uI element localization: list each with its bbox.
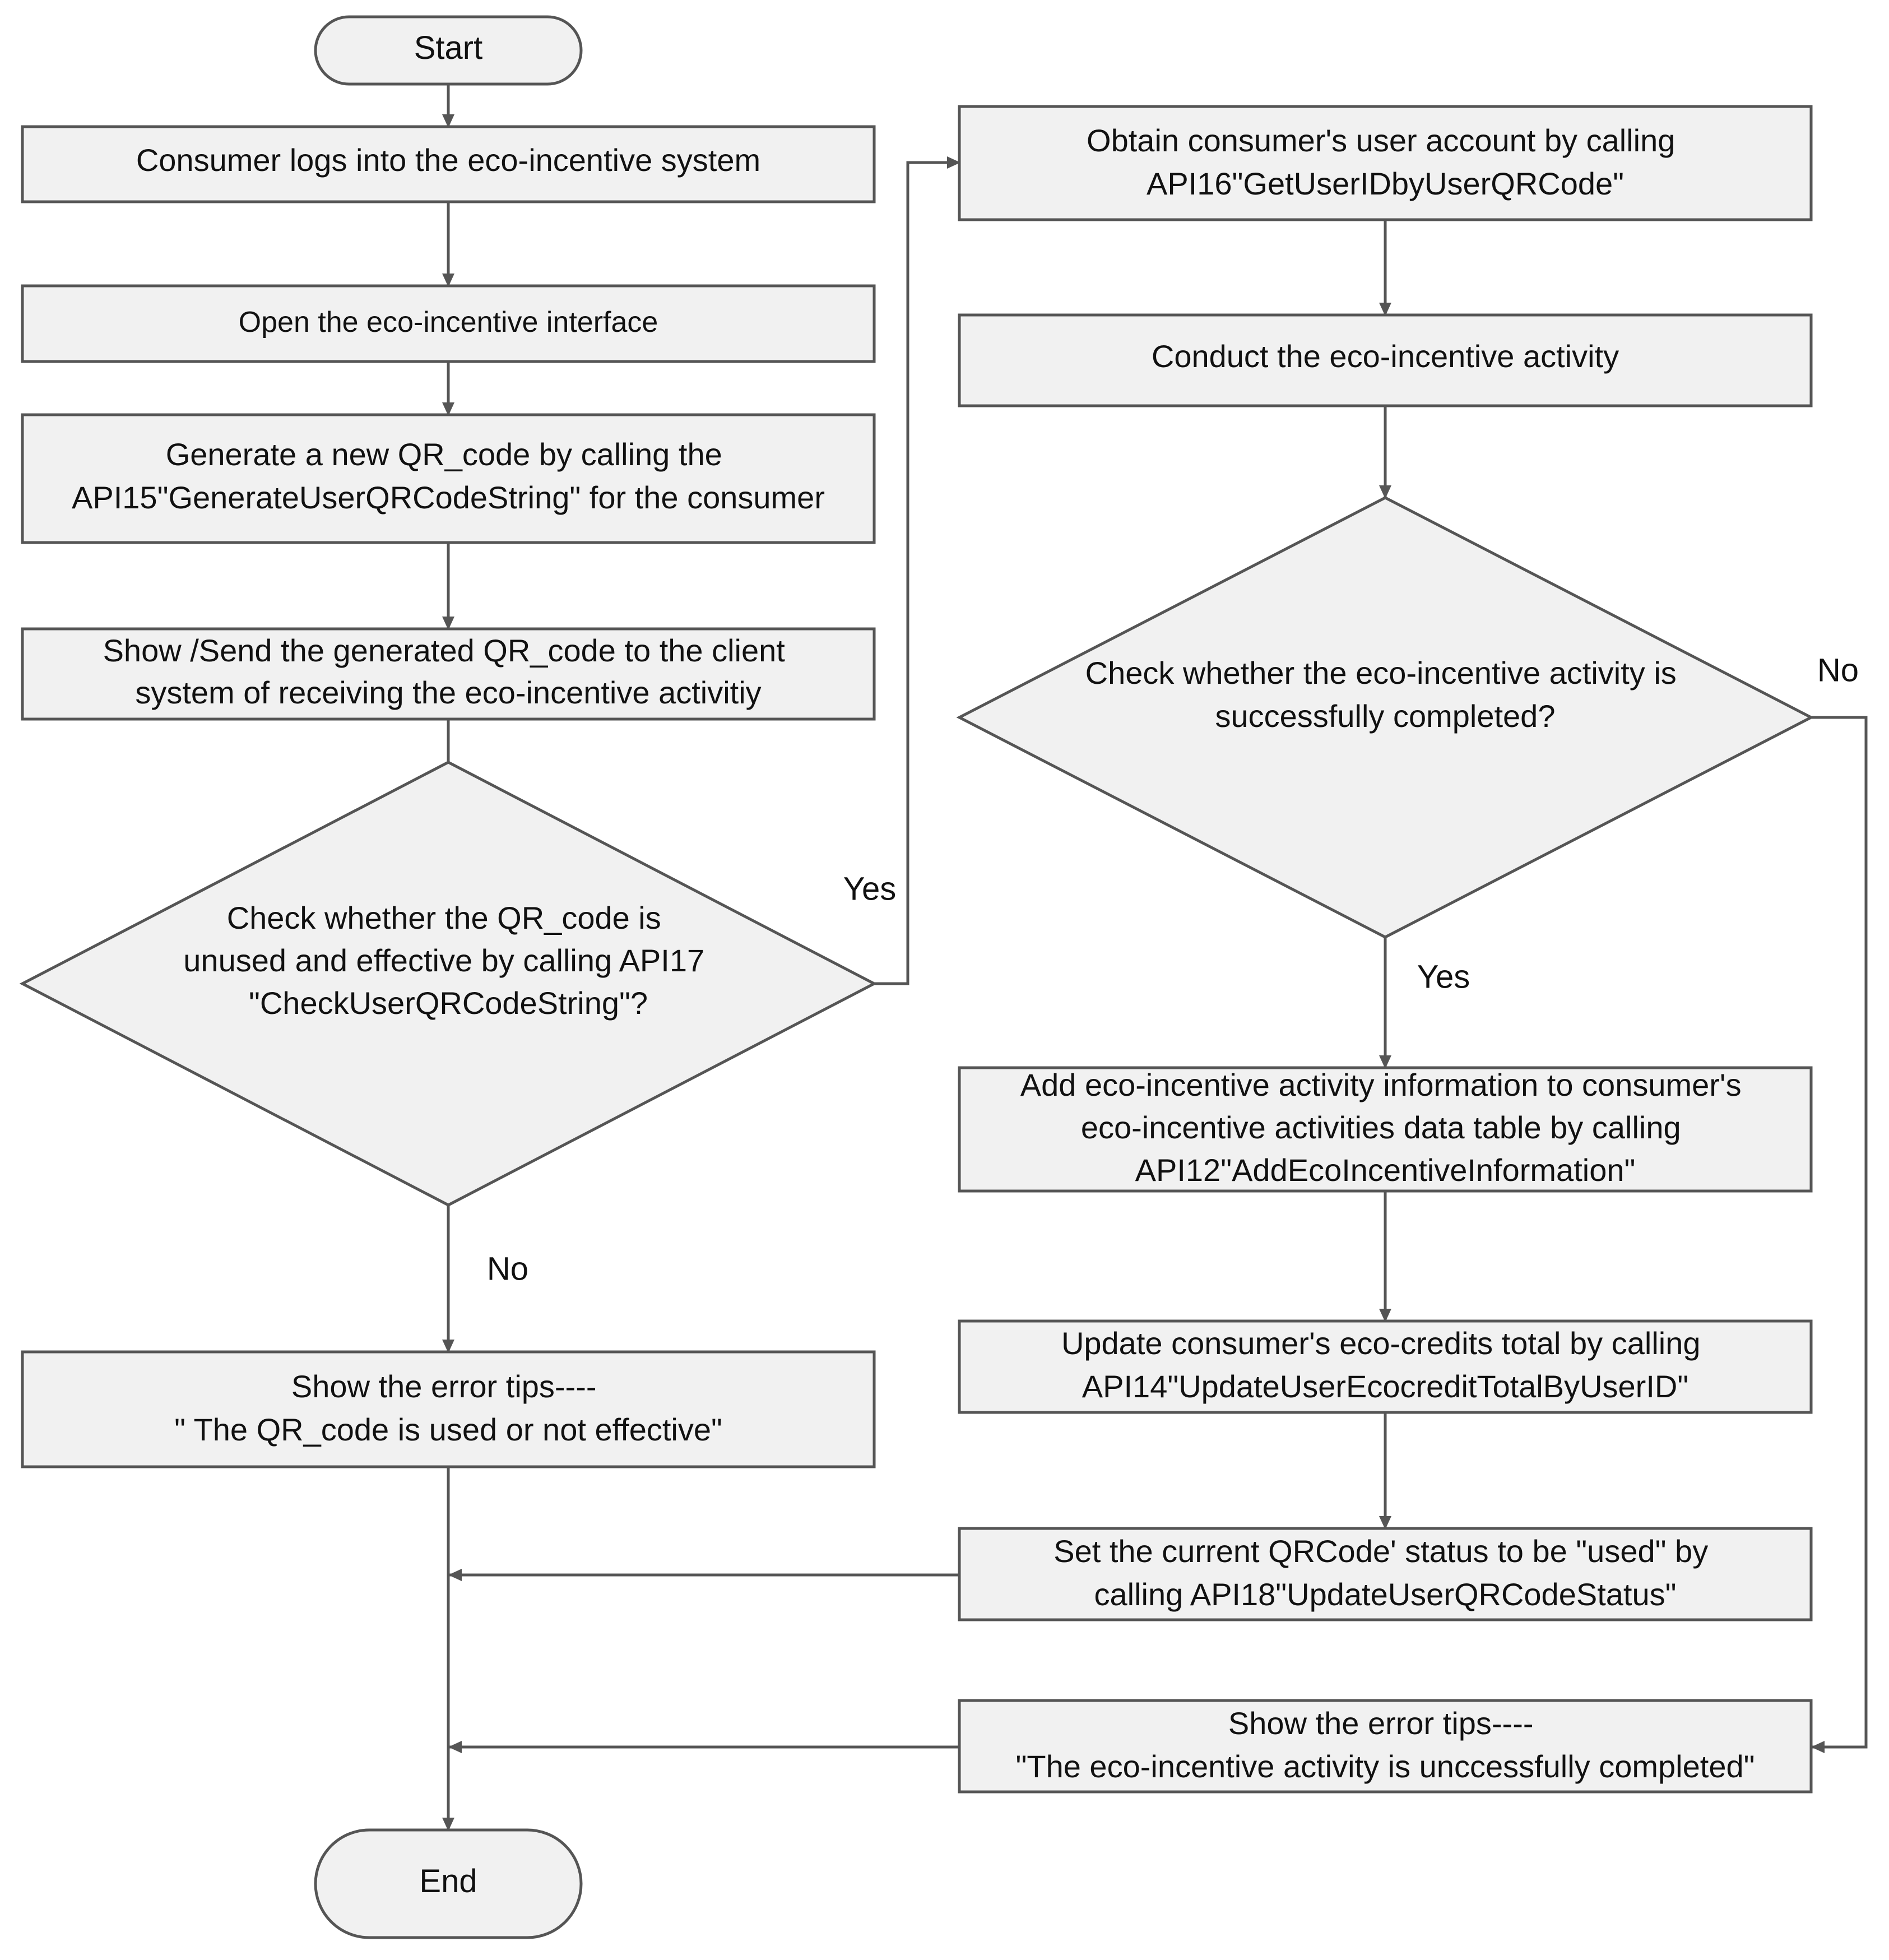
check-qr-yes-label: Yes xyxy=(843,870,897,907)
end-label: End xyxy=(419,1863,477,1899)
check-qr-decision: Check whether the QR_code is unused and … xyxy=(19,761,878,1207)
set-status-process: Set the current QRCode' status to be "us… xyxy=(958,1527,1813,1621)
login-process: Consumer logs into the eco-incentive sys… xyxy=(21,125,876,203)
conduct-activity-process: Conduct the eco-incentive activity xyxy=(958,313,1813,407)
obtain-account-label: Obtain consumer's user account by callin… xyxy=(1087,123,1684,201)
activity-error-shape xyxy=(958,1699,1813,1794)
arrow-check-activity-no xyxy=(1811,716,1868,1753)
login-label: Consumer logs into the eco-incentive sys… xyxy=(136,142,760,178)
check-activity-yes-label: Yes xyxy=(1417,958,1470,995)
check-activity-diamond xyxy=(956,496,1814,939)
end-terminal-shape xyxy=(314,1828,583,1939)
end-terminal: End xyxy=(314,1828,583,1939)
obtain-account-process: Obtain consumer's user account by callin… xyxy=(958,105,1813,221)
update-credits-process: Update consumer's eco-credits total by c… xyxy=(958,1319,1813,1414)
check-qr-label: Check whether the QR_code is unused and … xyxy=(183,900,713,1021)
arrow-check-qr-yes xyxy=(874,156,960,985)
check-qr-no-label: No xyxy=(487,1250,528,1287)
generate-qr-shape xyxy=(21,413,876,544)
check-qr-diamond xyxy=(19,761,878,1207)
set-status-shape xyxy=(958,1527,1813,1621)
generate-qr-process: Generate a new QR_code by calling the AP… xyxy=(21,413,876,544)
start-label: Start xyxy=(414,30,483,66)
qr-error-process: Show the error tips---- " The QR_code is… xyxy=(21,1350,876,1468)
generate-qr-label: Generate a new QR_code by calling the AP… xyxy=(72,437,825,515)
conduct-activity-shape xyxy=(958,313,1813,407)
open-interface-label: Open the eco-incentive interface xyxy=(239,306,658,339)
add-info-process: Add eco-incentive activity information t… xyxy=(958,1066,1813,1193)
check-activity-no-label: No xyxy=(1817,652,1859,688)
update-credits-shape xyxy=(958,1319,1813,1414)
activity-error-label: Show the error tips---- "The eco-incenti… xyxy=(1016,1706,1755,1784)
show-send-qr-label: Show /Send the generated QR_code to the … xyxy=(103,633,794,710)
obtain-account-shape xyxy=(958,105,1813,221)
set-status-label: Set the current QRCode' status to be "us… xyxy=(1053,1533,1717,1612)
qr-error-label: Show the error tips---- " The QR_code is… xyxy=(174,1369,722,1447)
qr-error-shape xyxy=(21,1350,876,1468)
update-credits-label: Update consumer's eco-credits total by c… xyxy=(1061,1326,1709,1404)
check-activity-label: Check whether the eco-incentive activity… xyxy=(1085,655,1686,734)
login-process-shape xyxy=(21,125,876,203)
start-terminal: Start xyxy=(314,15,583,86)
add-info-label: Add eco-incentive activity information t… xyxy=(1020,1067,1750,1188)
connectors xyxy=(442,84,1868,1831)
edge-labels: Yes No Yes No xyxy=(487,652,1859,1287)
open-interface-shape xyxy=(21,284,876,363)
start-terminal-shape xyxy=(314,15,583,86)
show-send-qr-shape xyxy=(21,627,876,721)
check-activity-decision: Check whether the eco-incentive activity… xyxy=(956,496,1814,939)
open-interface-process: Open the eco-incentive interface xyxy=(21,284,876,363)
add-info-shape xyxy=(958,1066,1813,1193)
conduct-activity-label: Conduct the eco-incentive activity xyxy=(1152,339,1619,374)
show-send-qr-process: Show /Send the generated QR_code to the … xyxy=(21,627,876,721)
activity-error-process: Show the error tips---- "The eco-incenti… xyxy=(958,1699,1813,1794)
